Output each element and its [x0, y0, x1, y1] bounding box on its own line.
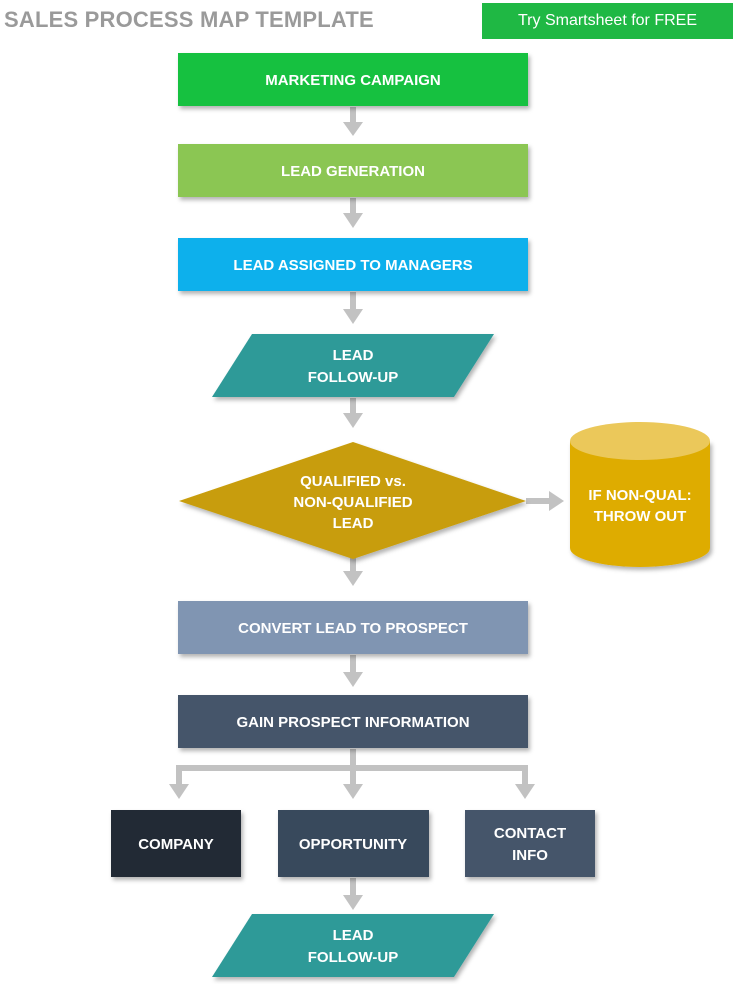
node-label-line: LEAD	[333, 347, 374, 364]
node-label-line: INFO	[512, 847, 548, 864]
node-label-line: LEAD	[333, 515, 374, 532]
arrow-opportunity-to-followup	[343, 878, 363, 910]
node-gain-info: GAIN PROSPECT INFORMATION	[178, 695, 528, 748]
node-label-line: QUALIFIED vs.	[300, 473, 406, 490]
node-label: LEAD GENERATION	[281, 163, 425, 180]
node-label-line: FOLLOW-UP	[308, 949, 399, 966]
node-marketing-campaign: MARKETING CAMPAIGN	[178, 53, 528, 106]
arrow-assigned-to-followup	[343, 292, 363, 324]
try-smartsheet-button[interactable]: Try Smartsheet for FREE	[482, 3, 733, 39]
page-title: SALES PROCESS MAP TEMPLATE	[4, 7, 374, 32]
node-lead-assigned: LEAD ASSIGNED TO MANAGERS	[178, 238, 528, 291]
node-lead-follow-up-final: LEAD FOLLOW-UP	[212, 914, 494, 977]
connectors	[169, 107, 564, 910]
node-contact-info: CONTACT INFO	[465, 810, 595, 877]
arrow-convert-to-gain	[343, 655, 363, 687]
arrow-marketing-to-generation	[343, 107, 363, 136]
node-label: MARKETING CAMPAIGN	[265, 72, 441, 89]
node-opportunity: OPPORTUNITY	[278, 810, 429, 877]
node-label-line: LEAD	[333, 927, 374, 944]
node-label: LEAD ASSIGNED TO MANAGERS	[233, 257, 472, 274]
node-label-line: IF NON-QUAL:	[588, 487, 691, 504]
arrow-decision-to-convert	[343, 558, 363, 586]
node-label-line: THROW OUT	[594, 508, 686, 525]
arrow-decision-to-throwout	[526, 491, 564, 511]
node-label-line: CONTACT	[494, 825, 566, 842]
node-label: COMPANY	[138, 836, 214, 853]
node-convert-lead: CONVERT LEAD TO PROSPECT	[178, 601, 528, 654]
node-lead-follow-up: LEAD FOLLOW-UP	[212, 334, 494, 397]
node-company: COMPANY	[111, 810, 241, 877]
node-label: CONVERT LEAD TO PROSPECT	[238, 620, 468, 637]
node-label: GAIN PROSPECT INFORMATION	[236, 714, 469, 731]
branch-connector	[169, 749, 535, 799]
node-label: OPPORTUNITY	[299, 836, 407, 853]
node-throw-out: IF NON-QUAL: THROW OUT	[570, 422, 710, 567]
arrow-generation-to-assigned	[343, 198, 363, 228]
node-lead-generation: LEAD GENERATION	[178, 144, 528, 197]
node-label-line: NON-QUALIFIED	[293, 494, 412, 511]
node-label-line: FOLLOW-UP	[308, 369, 399, 386]
node-qualified-decision: QUALIFIED vs. NON-QUALIFIED LEAD	[179, 442, 526, 559]
arrow-followup-to-decision	[343, 398, 363, 428]
